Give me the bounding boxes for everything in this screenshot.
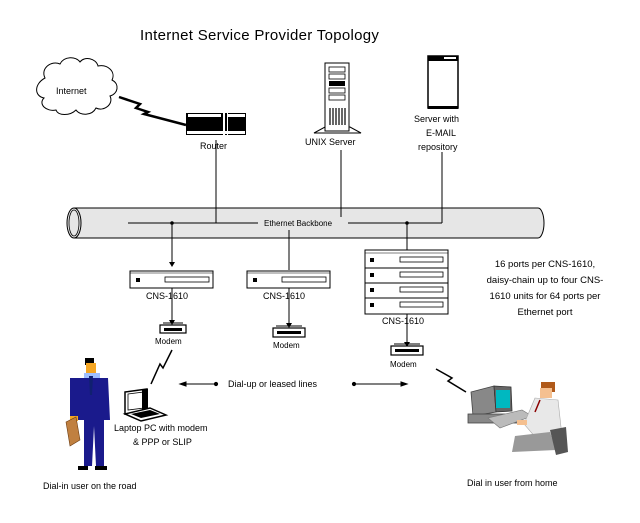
unix-server-label: UNIX Server [305,137,356,147]
stacked-terminal-server-icon [364,249,449,315]
internet-label: Internet [56,86,87,96]
laptop-label-2: & PPP or SLIP [133,437,192,447]
businessman-icon [65,358,110,470]
wan-link-lightning-icon [118,95,187,127]
note-line: Ethernet port [517,307,573,318]
cns-stack-label: CNS-1610 [382,316,425,326]
laptop-label-1: Laptop PC with modem [114,423,208,433]
terminal-server-icon [246,270,331,289]
modem-middle-label: Modem [273,341,300,350]
email-server-label-1: Server with [414,114,460,124]
backbone-label: Ethernet Backbone [262,218,335,229]
dialup-arrows [178,381,409,387]
modem-right-label: Modem [390,360,417,369]
modem-icon [390,343,424,356]
dialup-lightning-icon [150,349,173,385]
server-icon [427,55,459,109]
terminal-server-icon [129,270,214,289]
note-line: 16 ports per CNS-1610, [494,259,596,270]
modem-icon [272,325,306,338]
email-server-label-3: repository [418,142,458,152]
cns-capacity-note: 16 ports per CNS-1610, daisy-chain up to… [470,257,620,321]
diagram-title: Internet Service Provider Topology [140,27,380,44]
tower-server-icon [313,62,362,134]
network-links [128,140,443,344]
cloud-icon [36,57,118,115]
desktop-user-icon [467,382,568,455]
road-user-label: Dial-in user on the road [43,481,137,491]
cns-left-label: CNS-1610 [146,291,189,301]
email-server-label-2: E-MAIL [426,128,457,138]
modem-left-label: Modem [155,337,182,346]
cns-middle-label: CNS-1610 [263,291,306,301]
dialup-lightning-icon [435,368,467,393]
router-icon [186,113,246,135]
modem-icon [159,322,187,334]
router-label: Router [200,141,228,151]
dialup-label: Dial-up or leased lines [228,379,318,389]
note-line: 1610 units for 64 ports per [489,291,601,302]
laptop-icon [122,388,169,422]
home-user-label: Dial in user from home [467,478,558,488]
note-line: daisy-chain up to four CNS- [486,275,604,286]
